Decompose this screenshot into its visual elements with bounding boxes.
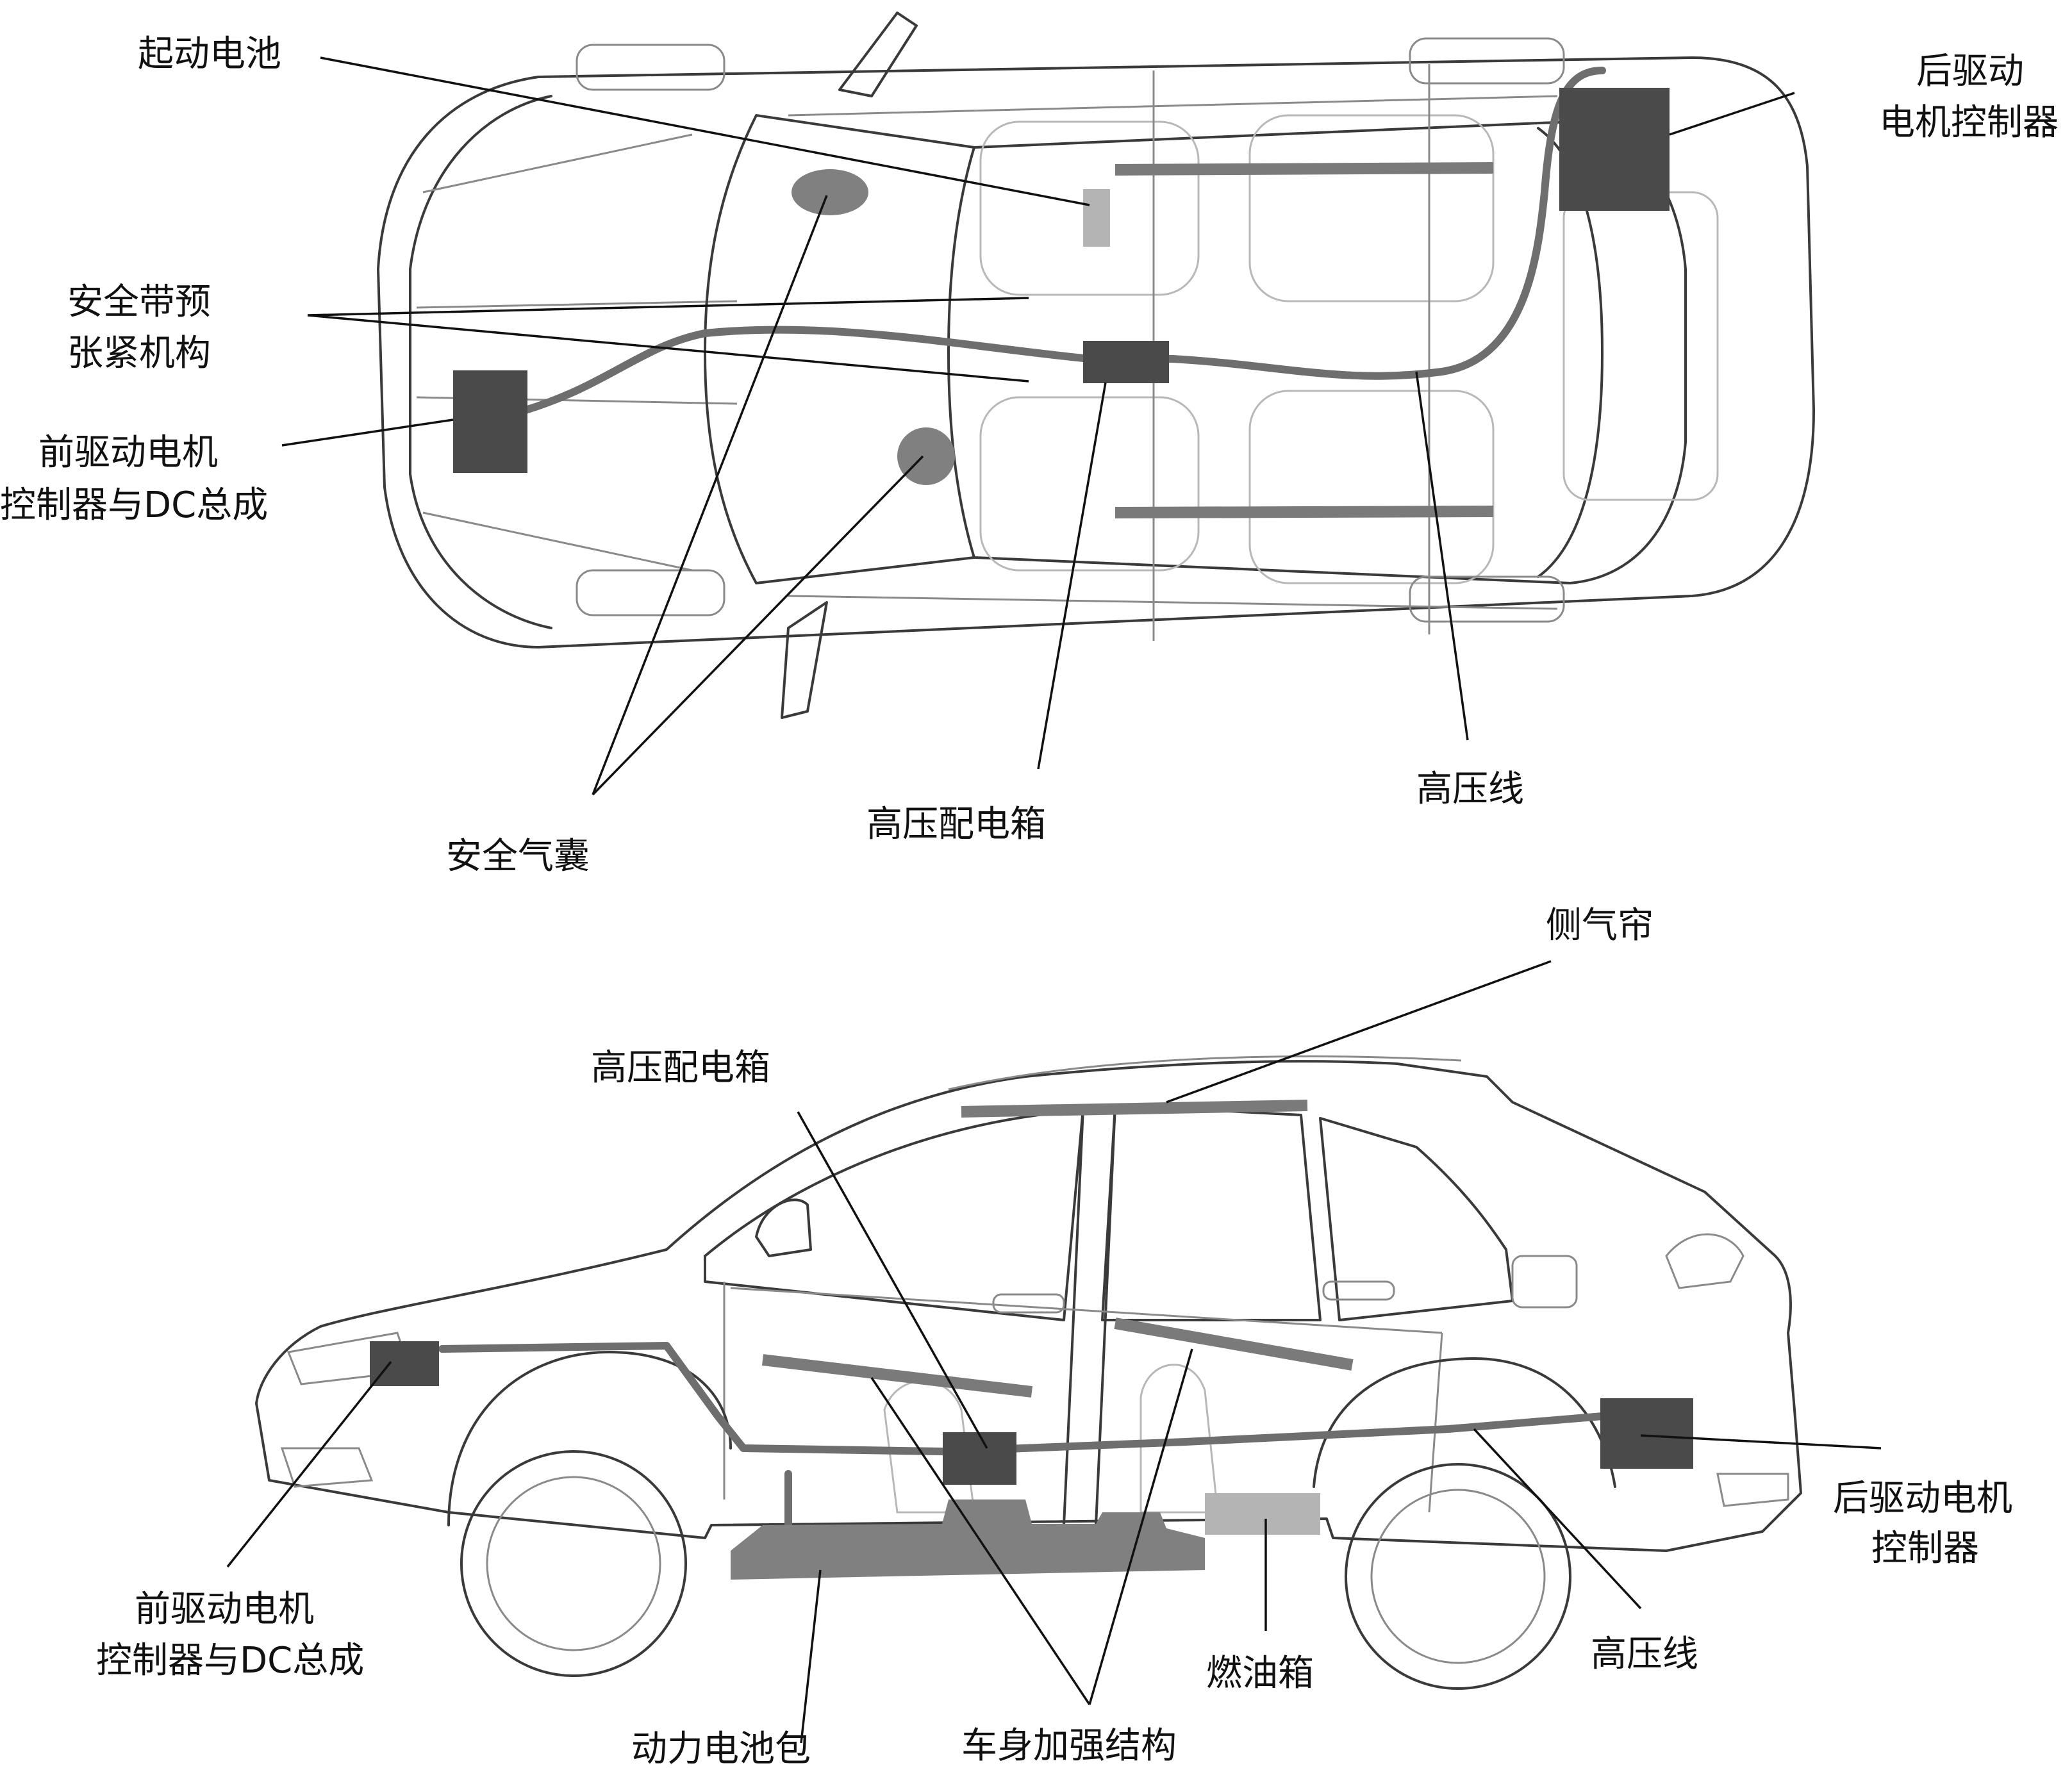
- top-airbag-side: [897, 427, 955, 485]
- side-label-rear-controller-2: 控制器: [1871, 1528, 1979, 1569]
- side-view: 侧气帘 高压配电箱 后驱动电机 控制器 前驱动电机 控制器与DC总成 燃油箱 高…: [96, 905, 2012, 1768]
- top-leader-lines: [281, 56, 1795, 796]
- side-hv-cable: [438, 1342, 1606, 1529]
- side-label-fuel-tank: 燃油箱: [1206, 1653, 1314, 1694]
- top-label-rear-controller-1: 后驱动: [1916, 51, 2024, 92]
- top-label-hv-cable: 高压线: [1416, 768, 1524, 810]
- side-label-front-controller-1: 前驱动电机: [135, 1589, 314, 1630]
- top-label-seatbelt-2: 张紧机构: [67, 333, 211, 374]
- side-label-side-curtain: 侧气帘: [1546, 905, 1653, 946]
- side-hv-distribution-box: [943, 1432, 1016, 1485]
- top-label-front-controller-1: 前驱动电机: [38, 432, 218, 474]
- side-power-battery-pack: [731, 1499, 1205, 1580]
- side-fuel-tank: [1205, 1493, 1320, 1535]
- top-front-motor-controller: [453, 370, 527, 473]
- top-label-front-controller-2: 控制器与DC总成: [0, 484, 268, 526]
- top-start-battery: [1083, 189, 1110, 247]
- top-hv-cable: [522, 67, 1606, 414]
- side-label-front-controller-2: 控制器与DC总成: [96, 1640, 364, 1681]
- side-label-rear-controller-1: 后驱动电机: [1833, 1478, 2012, 1519]
- top-hv-distribution-box: [1083, 341, 1169, 383]
- side-rear-motor-controller: [1600, 1398, 1693, 1469]
- top-label-seatbelt-1: 安全带预: [67, 281, 211, 323]
- top-label-rear-controller-2: 电机控制器: [1879, 102, 2059, 144]
- side-front-motor-controller: [370, 1341, 439, 1386]
- side-leader-lines: [226, 960, 1882, 1744]
- top-airbag-front: [792, 169, 868, 215]
- side-label-hv-box: 高压配电箱: [591, 1047, 770, 1089]
- side-label-body-reinforcement: 车身加强结构: [961, 1725, 1177, 1767]
- top-rear-motor-controller: [1559, 88, 1670, 211]
- side-label-hv-cable: 高压线: [1591, 1633, 1698, 1675]
- top-view: 起动电池 后驱动 电机控制器 安全带预 张紧机构 前驱动电机 控制器与DC总成 …: [0, 12, 2059, 877]
- top-label-start-battery: 起动电池: [138, 33, 281, 75]
- top-label-airbag: 安全气囊: [446, 836, 590, 877]
- side-view-car-outline: [255, 1055, 1802, 1690]
- top-label-hv-box: 高压配电箱: [866, 804, 1046, 845]
- side-label-power-battery: 动力电池包: [631, 1728, 811, 1768]
